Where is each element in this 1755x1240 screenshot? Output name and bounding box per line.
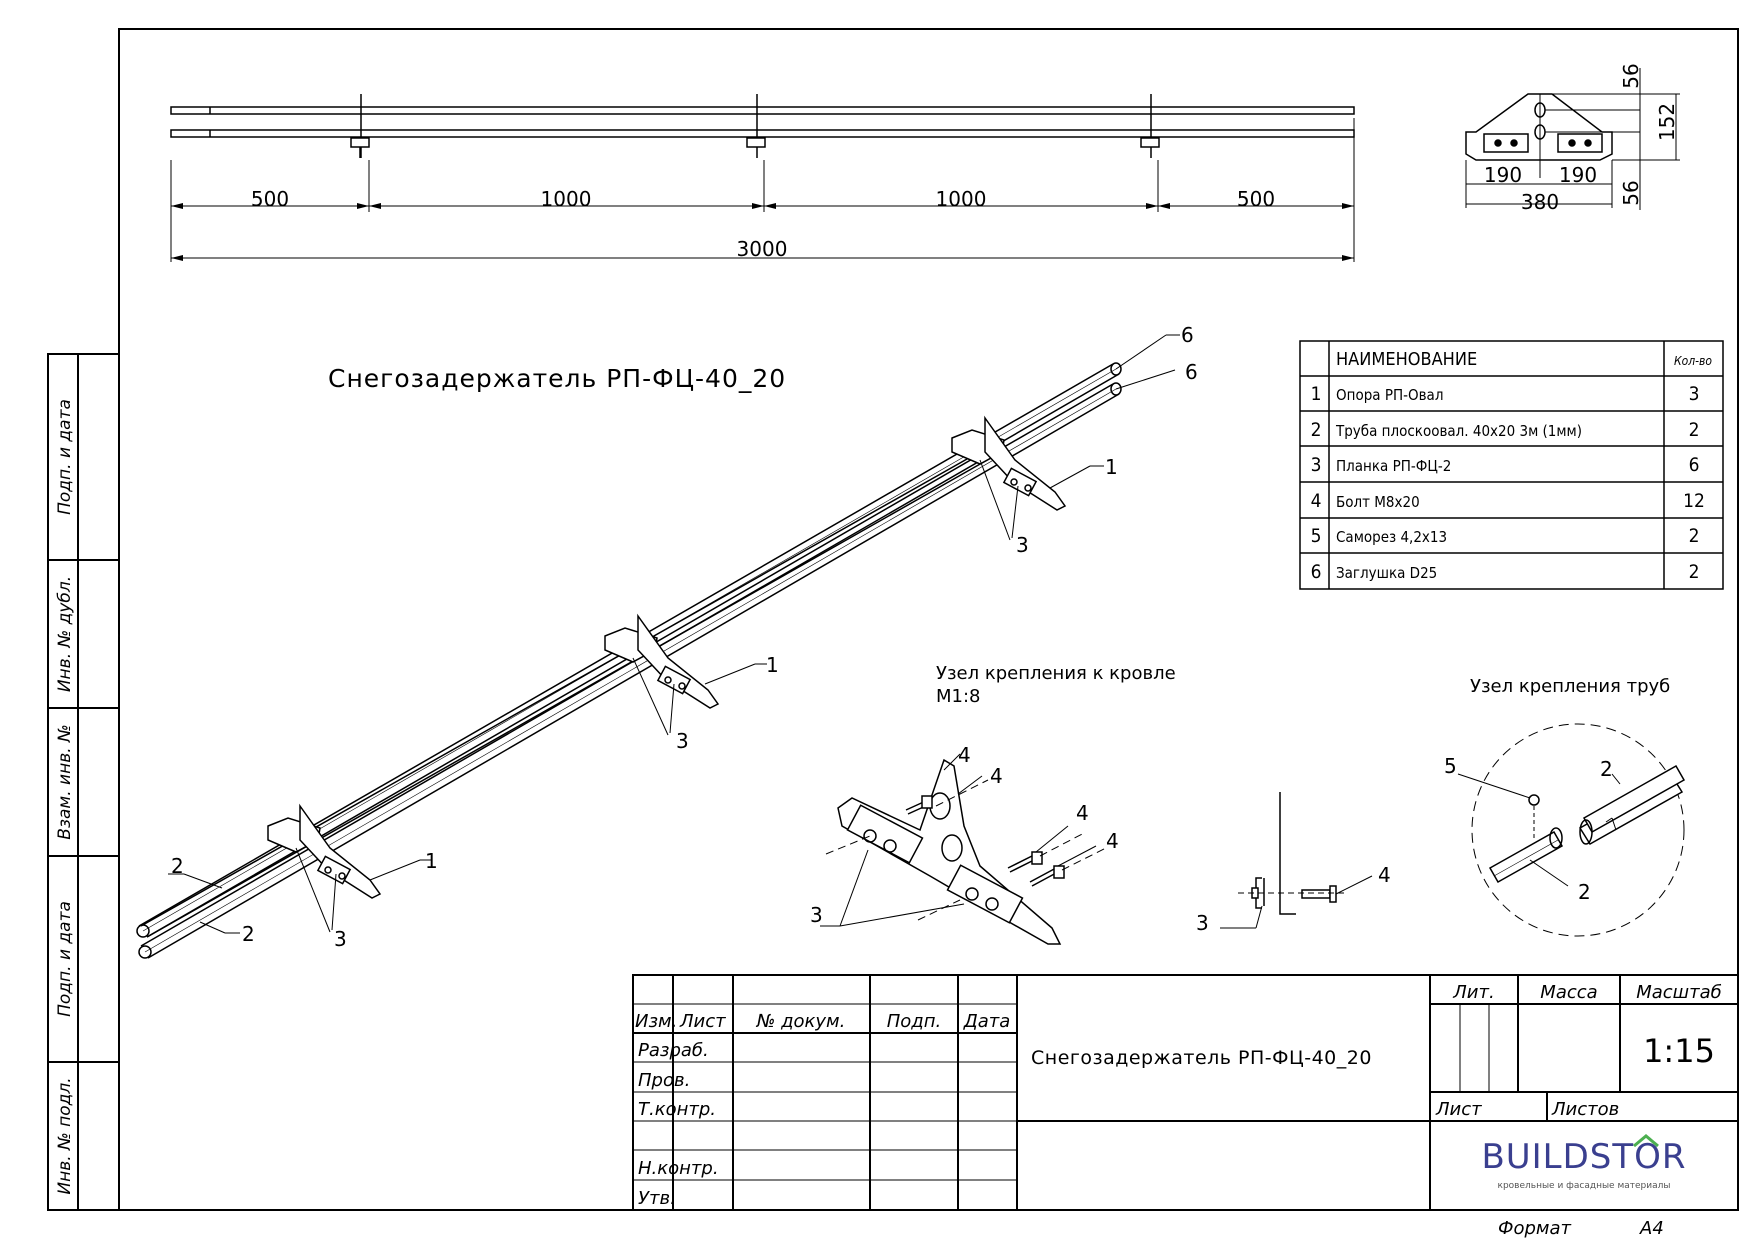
spec-row-name: Труба плоскоовал. 40x20 3м (1мм) — [1335, 422, 1582, 440]
callout-2-a: 2 — [171, 854, 184, 878]
detail-roof-title: Узел крепления к кровле — [936, 663, 1176, 684]
spec-row-qty: 12 — [1683, 490, 1705, 512]
spec-row-qty: 6 — [1689, 454, 1700, 476]
detail-callout-4-c: 4 — [1076, 801, 1089, 825]
tb-drawing-title: Снегозадержатель РП-ФЦ-40_20 — [1031, 1047, 1372, 1069]
callout-6-b: 6 — [1185, 360, 1198, 384]
tb-sheets: Листов — [1551, 1099, 1619, 1120]
detail-pipes-drawing — [1457, 723, 1686, 937]
logo-sub: кровельные и фасадные материалы — [1498, 1181, 1671, 1191]
pipe-callout-2-a: 2 — [1600, 757, 1613, 781]
tb-col-docnum: № докум. — [756, 1011, 846, 1032]
tb-col-sign: Подп. — [887, 1011, 941, 1032]
detail-roof-drawing — [820, 753, 1107, 945]
side-label-sign-date-2: Подп. и дата — [55, 901, 75, 1017]
spec-header-name: НАИМЕНОВАНИЕ — [1336, 349, 1477, 370]
format-value: А4 — [1639, 1218, 1664, 1239]
tb-role-tech-control: Т.контр. — [638, 1099, 716, 1120]
top-view-support-2 — [746, 94, 766, 158]
tb-lit: Лит. — [1452, 982, 1494, 1003]
side-dim-190-right: 190 — [1559, 163, 1597, 187]
side-label-sign-date-1: Подп. и дата — [55, 399, 75, 515]
detail-callout-4-a: 4 — [958, 743, 971, 767]
side-dim-56-bottom: 56 — [1619, 180, 1643, 205]
title-block — [632, 974, 1739, 1211]
dim-1000-first: 1000 — [541, 187, 592, 211]
format-label: Формат — [1498, 1218, 1572, 1239]
detail-callout-3: 3 — [810, 903, 823, 927]
callout-1-b: 1 — [766, 653, 779, 677]
logo-main: BUILDSTOR — [1481, 1137, 1686, 1177]
spec-row-qty: 2 — [1689, 561, 1700, 583]
callout-3-b: 3 — [676, 729, 689, 753]
detail-callout-4-d: 4 — [1106, 829, 1119, 853]
tb-role-approved: Утв. — [638, 1188, 676, 1209]
spec-table — [1299, 340, 1724, 590]
detail-pipes-title: Узел крепления труб — [1470, 676, 1670, 697]
spec-row-num: 2 — [1311, 419, 1322, 441]
buildstor-logo: BUILDSTOR кровельные и фасадные материал… — [1481, 1134, 1686, 1191]
isometric-assembly — [136, 334, 1180, 959]
spec-row-num: 5 — [1311, 525, 1322, 547]
callout-3-c: 3 — [334, 927, 347, 951]
side-label-orig-inv: Инв. № подл. — [55, 1077, 75, 1194]
iso-support-2 — [604, 613, 720, 709]
side-label-dup-inv: Инв. № дубл. — [55, 576, 75, 692]
side-margin-stamp — [47, 353, 120, 1211]
side-view — [1465, 68, 1680, 210]
side-bolt-callout-4: 4 — [1378, 863, 1391, 887]
detail-roof-scale: М1:8 — [936, 686, 981, 707]
spec-row-num: 4 — [1311, 490, 1322, 512]
tb-scale-value: 1:15 — [1643, 1032, 1715, 1070]
tb-sheet: Лист — [1435, 1099, 1482, 1120]
top-view-support-3 — [1140, 94, 1160, 158]
spec-row-qty: 2 — [1689, 525, 1700, 547]
detail-callout-4-b: 4 — [990, 764, 1003, 788]
callout-1-c: 1 — [425, 849, 438, 873]
spec-row-qty: 2 — [1689, 419, 1700, 441]
tb-scale-label: Масштаб — [1636, 982, 1722, 1003]
dim-total: 3000 — [737, 237, 788, 261]
iso-support-1 — [267, 803, 382, 899]
spec-row-name: Планка РП-ФЦ-2 — [1336, 457, 1451, 475]
spec-row-num: 1 — [1311, 383, 1322, 405]
spec-row-name: Болт М8x20 — [1336, 493, 1420, 511]
top-view-support-1 — [350, 94, 370, 158]
callout-1-a: 1 — [1105, 455, 1118, 479]
dim-500-left: 500 — [251, 187, 289, 211]
spec-row-name: Заглушка D25 — [1336, 564, 1437, 582]
spec-row-qty: 3 — [1689, 383, 1700, 405]
drawing-title: Снегозадержатель РП-ФЦ-40_20 — [328, 364, 786, 393]
tb-col-change: Изм. — [635, 1011, 677, 1032]
side-dim-152: 152 — [1655, 103, 1679, 141]
dim-1000-second: 1000 — [936, 187, 987, 211]
pipe-callout-2-b: 2 — [1578, 880, 1591, 904]
callout-2-b: 2 — [242, 922, 255, 946]
tb-role-developer: Разраб. — [638, 1040, 709, 1061]
iso-support-3 — [951, 415, 1067, 511]
detail-side-bolt — [1220, 792, 1373, 929]
tb-mass: Масса — [1540, 982, 1597, 1003]
pipe-callout-5: 5 — [1444, 754, 1457, 778]
spec-row-name: Саморез 4,2x13 — [1336, 528, 1447, 546]
callout-3-a: 3 — [1016, 533, 1029, 557]
side-dim-380: 380 — [1521, 190, 1559, 214]
dim-500-right: 500 — [1237, 187, 1275, 211]
tb-role-checked: Пров. — [638, 1070, 690, 1091]
side-dim-190-left: 190 — [1484, 163, 1522, 187]
spec-row-num: 6 — [1311, 561, 1322, 583]
side-label-repl-inv: Взам. инв. № — [55, 724, 75, 839]
tb-col-sheet: Лист — [679, 1011, 726, 1032]
side-bolt-callout-3: 3 — [1196, 911, 1209, 935]
spec-header-qty: Кол-во — [1674, 354, 1712, 368]
tb-role-norm-control: Н.контр. — [638, 1158, 719, 1179]
tb-col-date: Дата — [963, 1011, 1011, 1032]
spec-row-name: Опора РП-Овал — [1336, 386, 1443, 404]
logo-roof-icon — [1633, 1134, 1659, 1148]
spec-row-num: 3 — [1311, 454, 1322, 476]
callout-6-a: 6 — [1181, 323, 1194, 347]
side-dim-56-top: 56 — [1619, 63, 1643, 88]
